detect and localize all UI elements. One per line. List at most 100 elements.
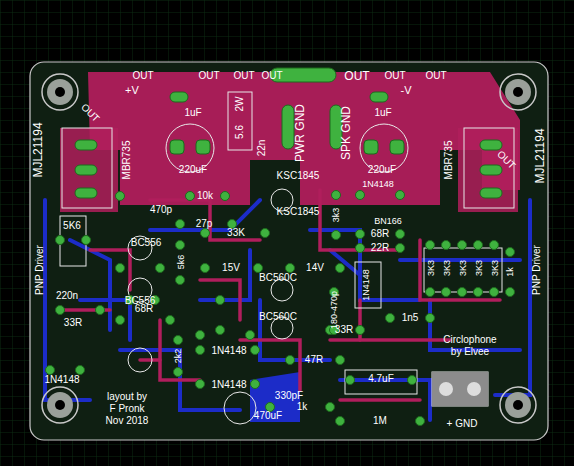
solder-pad [356,244,365,253]
solder-pad [408,376,417,385]
silkscreen-label: BN166 [374,217,402,226]
silkscreen-label: Circlophone [443,335,496,345]
silkscreen-label: 1N4148 [211,380,246,390]
solder-pad [346,376,355,385]
solder-pad [336,264,345,273]
silkscreen-label: MBR735 [444,141,454,180]
silkscreen-label: 3K3 [443,260,452,276]
silkscreen-label: 180-470p [330,291,339,329]
silkscreen-label: 3K3 [427,260,436,276]
silkscreen-label: F Pronk [109,404,144,414]
solder-pad [186,192,195,201]
solder-pad [76,366,85,375]
silkscreen-label: +V [125,85,139,96]
silkscreen-label: 4.7uF [368,374,394,384]
solder-pad [386,314,395,323]
silkscreen-label: OUT [233,71,254,81]
silkscreen-label: 3K3 [475,260,484,276]
solder-pad [116,316,125,325]
solder-pad [426,241,435,250]
silkscreen-label: 2W [235,97,245,112]
silkscreen-label: PNP Driver [35,245,45,295]
solder-pad [201,264,210,273]
silkscreen-label: MJL21194 [534,128,546,183]
silkscreen-label: MBR735 [122,141,132,180]
solder-pad [196,331,205,340]
solder-pad [396,191,405,200]
solder-pad [356,326,365,335]
solder-pad [474,288,483,297]
silkscreen-label: OUT [261,71,282,81]
silkscreen-label: 3K3 [491,260,500,276]
solder-pad [396,230,405,239]
silkscreen-label: 1N4148 [362,269,371,301]
silkscreen-label: PWR GND [294,104,306,162]
silkscreen-label: 68R [371,229,389,239]
solder-pad [201,229,210,238]
silkscreen-label: OUT [132,71,153,81]
solder-pad [46,366,55,375]
solder-pad [416,417,425,426]
solder-pad [216,326,225,335]
solder-pad [490,288,499,297]
solder-pad [442,288,451,297]
silkscreen-label: 33K [227,228,245,238]
silkscreen-label: OUT [384,71,405,81]
silkscreen-label: BC556 [131,238,162,248]
solder-pad [396,244,405,253]
solder-pad [332,231,341,240]
solder-pad [336,417,345,426]
solder-pad [426,288,435,297]
silkscreen-label: 5.6 [235,125,245,139]
solder-pad [336,356,345,365]
silkscreen-label: OUT [425,71,446,81]
solder-pad [254,264,263,273]
solder-pad [326,403,335,412]
solder-pad [356,230,365,239]
silkscreen-label: 3K3 [459,260,468,276]
silkscreen-label: KSC1845 [277,207,320,217]
solder-pad [251,380,260,389]
solder-pad [286,264,295,273]
solder-pad [56,306,65,315]
solder-pad [116,192,125,201]
silkscreen-label: OUT [344,70,369,82]
silkscreen-label: 1k [297,402,308,412]
silkscreen-label: 1k [506,267,515,277]
solder-pad [156,264,165,273]
silkscreen-label: 220uF [368,165,396,175]
silkscreen-label: 220n [56,291,78,301]
silkscreen-label: 470p [150,205,172,215]
silkscreen-label: 3k3 [332,208,341,223]
solder-pad [221,192,230,201]
silkscreen-label: KSC1845 [277,171,320,181]
solder-pad [174,368,183,377]
solder-pad [96,306,105,315]
silkscreen-label: OUT [198,71,219,81]
silkscreen-label: 22n [257,140,267,157]
solder-pad [82,236,91,245]
solder-pad [506,248,515,257]
solder-pad [196,346,205,355]
solder-pad [176,220,185,229]
solder-pad [332,191,341,200]
silkscreen-label: PNP Driver [532,245,542,295]
solder-pad [261,229,270,238]
solder-pad [176,276,185,285]
silkscreen-label: 5k6 [177,255,186,270]
solder-pad [356,191,365,200]
silkscreen-label: -V [401,85,412,96]
solder-pad [174,336,183,345]
silkscreen-label: 22R [371,243,389,253]
silkscreen-label: SPK GND [340,106,352,160]
silkscreen-label: BC560C [259,312,297,322]
silkscreen-label: + GND [447,419,478,429]
silkscreen-label: 1n5 [402,313,419,323]
solder-pad [251,346,260,355]
silkscreen-label: by Elvee [451,347,489,357]
solder-pad [176,241,185,250]
silkscreen-label: 33R [64,318,82,328]
silkscreen-label: 2k2 [174,349,183,364]
silkscreen-label: 1uF [184,108,201,118]
